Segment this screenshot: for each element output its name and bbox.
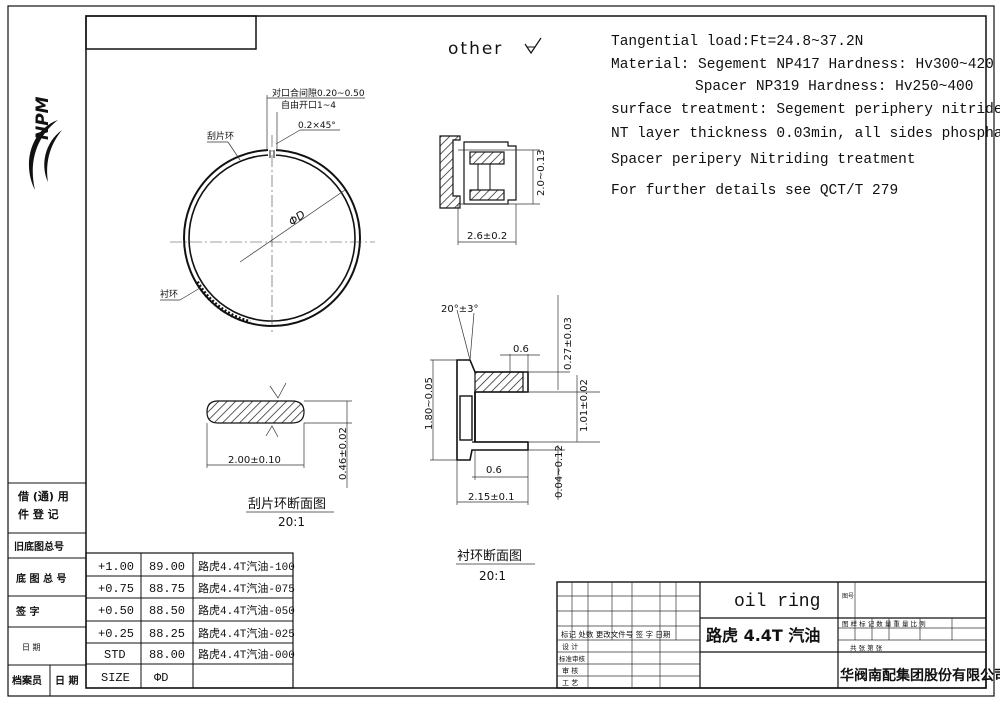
scraper-section-title: 刮片环断面图 — [248, 497, 326, 512]
spacer-inner-dim: 1.01±0.02 — [579, 379, 590, 432]
diameter-leader — [239, 189, 346, 263]
note-spacer-material: Spacer NP319 Hardness: Hv250~400 — [695, 79, 973, 95]
note-spacer-nitriding: Spacer peripery Nitriding treatment — [611, 152, 916, 168]
spacer-width-dim: 2.15±0.1 — [468, 492, 515, 503]
assembly-section: 2.0~0.13 2.6±0.2 — [439, 135, 547, 245]
spacer-bottom-thickness: 0.6 — [486, 465, 502, 476]
spacer-label: 衬环 — [160, 288, 178, 300]
scraper-section: 2.00±0.10 0.46±0.02 刮片环断面图 20:1 — [206, 382, 352, 529]
size-row3-size: +0.25 — [98, 627, 134, 641]
note-material-label: Material: — [611, 57, 689, 73]
company-name: 华阀南配集团股份有限公司 — [840, 667, 1000, 684]
rev-headers: 标记 处数 更改文件号 签 字 日期 — [561, 629, 670, 639]
diameter-label: ΦD — [286, 208, 307, 228]
size-row4-size: STD — [104, 648, 126, 662]
scraper-height-dim: 0.46±0.02 — [338, 427, 349, 480]
right-headers: 图 样 标 记 数 量 重 量 比 例 — [842, 619, 926, 628]
strip-row5: 签 字 — [15, 605, 39, 618]
spacer-thickness-dim: 0.6 — [513, 344, 529, 355]
approval-design: 设 计 — [562, 642, 578, 651]
note-nt-layer: NT layer thickness 0.03min, all sides ph… — [611, 126, 1000, 142]
strip-row2: 件 登 记 — [18, 507, 59, 521]
spacer-gap-dim: 0.04~0.12 — [554, 445, 565, 498]
npm-logo: NPM — [28, 96, 62, 190]
size-row2-name: 路虎4.4T汽油-050 — [198, 603, 295, 618]
strip-row1: 借 (通) 用 — [17, 489, 69, 503]
top-left-box — [85, 15, 257, 50]
title-block: 标记 处数 更改文件号 签 字 日期 设 计 标准审核 审 核 工 艺 oil … — [556, 581, 1000, 689]
size-row4-name: 路虎4.4T汽油-000 — [198, 647, 295, 662]
inner-border — [85, 15, 987, 689]
strip-row8: 日 期 — [55, 674, 78, 687]
spacer-section-scale: 20:1 — [479, 569, 506, 583]
gap-dim: 对口合间隙0.20~0.50 — [272, 87, 365, 99]
spacer-section: 1.80~0.05 20°±3° 0.6 0.27±0.03 1.01±0.02… — [424, 295, 600, 583]
note-tangential-load: Tangential load:Ft=24.8~37.2N — [611, 34, 863, 50]
size-row3-name: 路虎4.4T汽油-025 — [198, 626, 295, 641]
scraper-width-dim: 2.00±0.10 — [228, 455, 281, 466]
strip-row6: 日 期 — [22, 643, 41, 652]
roughness-symbol — [524, 37, 542, 55]
size-row4-d: 88.00 — [149, 648, 185, 662]
approval-review: 审 核 — [562, 666, 578, 675]
note-further-details: For further details see QCT/T 279 — [611, 183, 898, 199]
outer-border — [7, 5, 995, 697]
size-row3-d: 88.25 — [149, 627, 185, 641]
scraper-label: 刮片环 — [207, 130, 234, 142]
strip-row7: 档案员 — [11, 674, 42, 687]
spacer-height-dim: 1.80~0.05 — [424, 377, 435, 430]
spacer-top-dim: 0.27±0.03 — [563, 317, 574, 370]
size-row1-d: 88.75 — [149, 582, 185, 596]
note-segement-material: Segement NP417 Hardness: Hv300~420 — [698, 57, 994, 73]
size-header-size: SIZE — [101, 671, 130, 685]
size-row2-d: 88.50 — [149, 604, 185, 618]
part-name: oil ring — [734, 592, 820, 612]
left-strip: 借 (通) 用 件 登 记 旧底图总号 底 图 总 号 签 字 日 期 档案员 … — [8, 482, 86, 696]
upper-width-dim: 2.6±0.2 — [467, 231, 507, 242]
size-row1-name: 路虎4.4T汽油-075 — [198, 581, 295, 596]
size-row1-size: +0.75 — [98, 582, 134, 596]
approval-standard: 标准审核 — [559, 654, 586, 663]
size-row0-name: 路虎4.4T汽油-100 — [198, 559, 295, 574]
spacer-angle-dim: 20°±3° — [441, 304, 478, 315]
chamfer-dim: 0.2×45° — [298, 121, 336, 131]
upper-height-dim: 2.0~0.13 — [536, 149, 547, 196]
size-row2-size: +0.50 — [98, 604, 134, 618]
roughness-note: other — [448, 39, 503, 59]
spacer-section-title: 衬环断面图 — [457, 549, 522, 564]
free-gap-dim: 自由开口1~4 — [281, 99, 336, 111]
sheet-text: 共 张 第 张 — [850, 643, 883, 652]
size-row0-d: 89.00 — [149, 560, 185, 574]
approval-process: 工 艺 — [562, 679, 578, 687]
scraper-section-scale: 20:1 — [278, 515, 305, 529]
technical-notes: Tangential load:Ft=24.8~37.2N Material: … — [611, 34, 1000, 199]
drawing-no-label: 图号 — [842, 593, 854, 600]
strip-row3: 旧底图总号 — [14, 540, 64, 553]
note-surface-treatment: surface treatment: Segement periphery ni… — [611, 102, 1000, 118]
size-row0-size: +1.00 — [98, 560, 134, 574]
size-table: +1.00 89.00 路虎4.4T汽油-100 +0.75 88.75 路虎4… — [85, 552, 295, 689]
logo-text: NPM — [33, 96, 53, 140]
strip-row4: 底 图 总 号 — [16, 572, 66, 585]
size-header-d: ΦD — [154, 671, 168, 685]
scraper-cross-section — [206, 400, 305, 424]
product-name: 路虎 4.4T 汽油 — [706, 626, 820, 645]
ring-view: ΦD 对口合间隙0.20~0.50 自由开口1~4 0.2×45° 刮片环 衬环 — [160, 87, 375, 335]
